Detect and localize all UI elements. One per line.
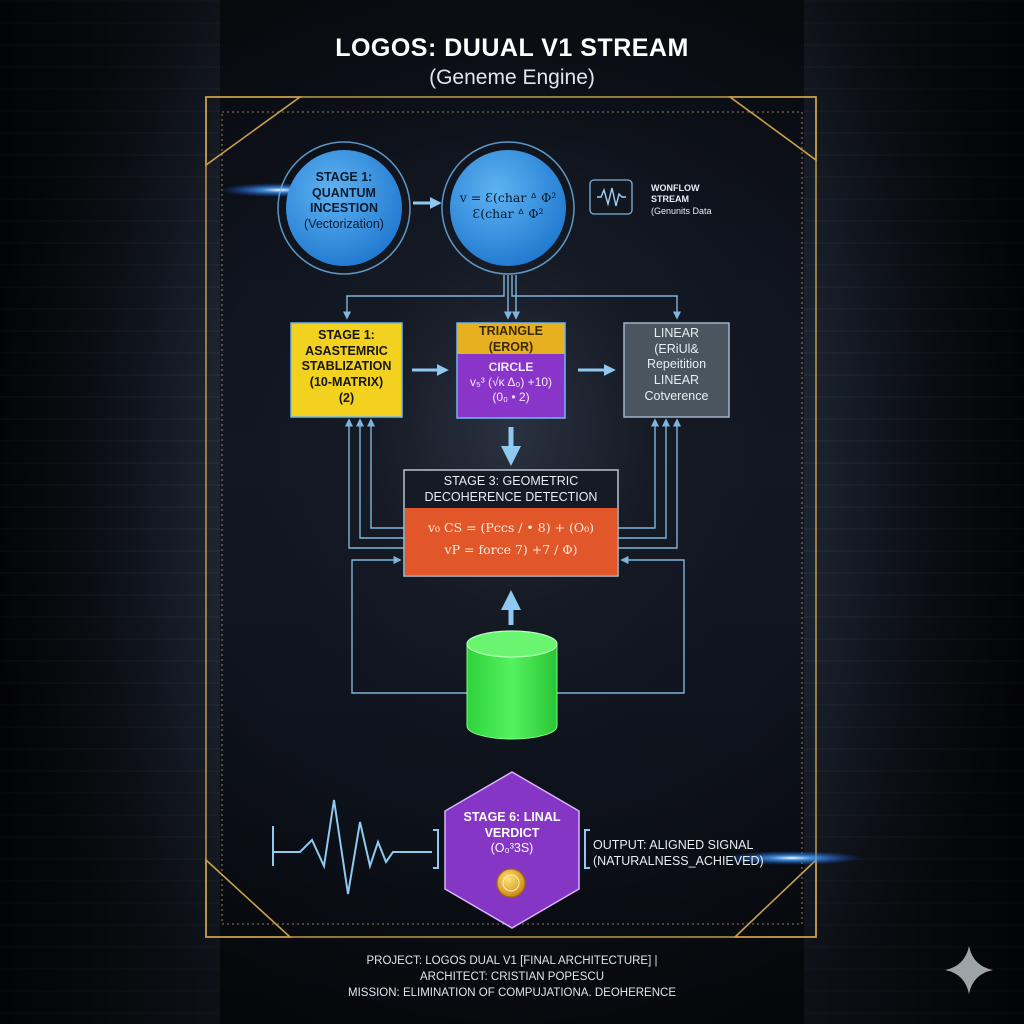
triangle-label: TRIANGLE (EROR) [479, 324, 543, 354]
verdict-hexagon [444, 771, 580, 929]
verdict-label: STAGE 6: LINAL VERDICT (O₀³3S) [463, 810, 561, 856]
linear-label: LINEAR (ERiUl& Repeitition LINEAR Cotver… [644, 326, 709, 403]
dna-waveform-icon [589, 179, 633, 215]
footer-architect: ARCHITECT: CRISTIAN POPESCU [419, 971, 605, 983]
output-label: OUTPUT: ALIGNED SIGNAL (NATURALNESS_ACHI… [593, 838, 764, 868]
sparkle-star-icon [945, 946, 993, 994]
lens-flare-right [722, 851, 862, 865]
stage-quantum-circle [277, 141, 411, 275]
triangle-circle-box [456, 322, 566, 419]
database-cylinder-icon [466, 630, 558, 740]
stage-stabilization-label: STAGE 1: ASASTEMRIC STABLIZATION (10-MAT… [301, 328, 392, 405]
linear-box [623, 322, 730, 418]
diagram-subtitle: (Geneme Engine) [429, 66, 595, 89]
diagram-title: LOGOS: DUUAL V1 STREAM [335, 34, 689, 62]
equation-circle [441, 141, 575, 275]
heartbeat-waveform-icon [272, 799, 590, 895]
workflow-stream-label: WONFLOW STREAM (Genunits Data [651, 183, 712, 216]
stage-quantum-label: STAGE 1: QUANTUM INCESTION (Vectorizatio… [304, 170, 384, 231]
equation-label: v = Ɛ(char ᐞ Φ² Ɛ(char ᐞ Φ² [459, 190, 557, 221]
connector-lines [342, 275, 685, 694]
decoherence-formula: v₀ CS = (Pccs / • 8) + (O₀) vP = force 7… [427, 520, 595, 557]
decoherence-title: STAGE 3: GEOMETRIC DECOHERENCE DETECTION [424, 474, 598, 504]
circle-label: CIRCLE v₅³ (√κ Δ₀) +10) (0₀ • 2) [469, 360, 553, 404]
stage-stabilization-box [290, 322, 403, 418]
gold-seal-icon [496, 868, 526, 898]
footer-mission: MISSION: ELIMINATION OF COMPUJATIONA. DE… [348, 987, 676, 999]
footer-project: PROJECT: LOGOS DUAL V1 [FINAL ARCHITECTU… [366, 955, 658, 967]
decoherence-box [403, 469, 619, 577]
